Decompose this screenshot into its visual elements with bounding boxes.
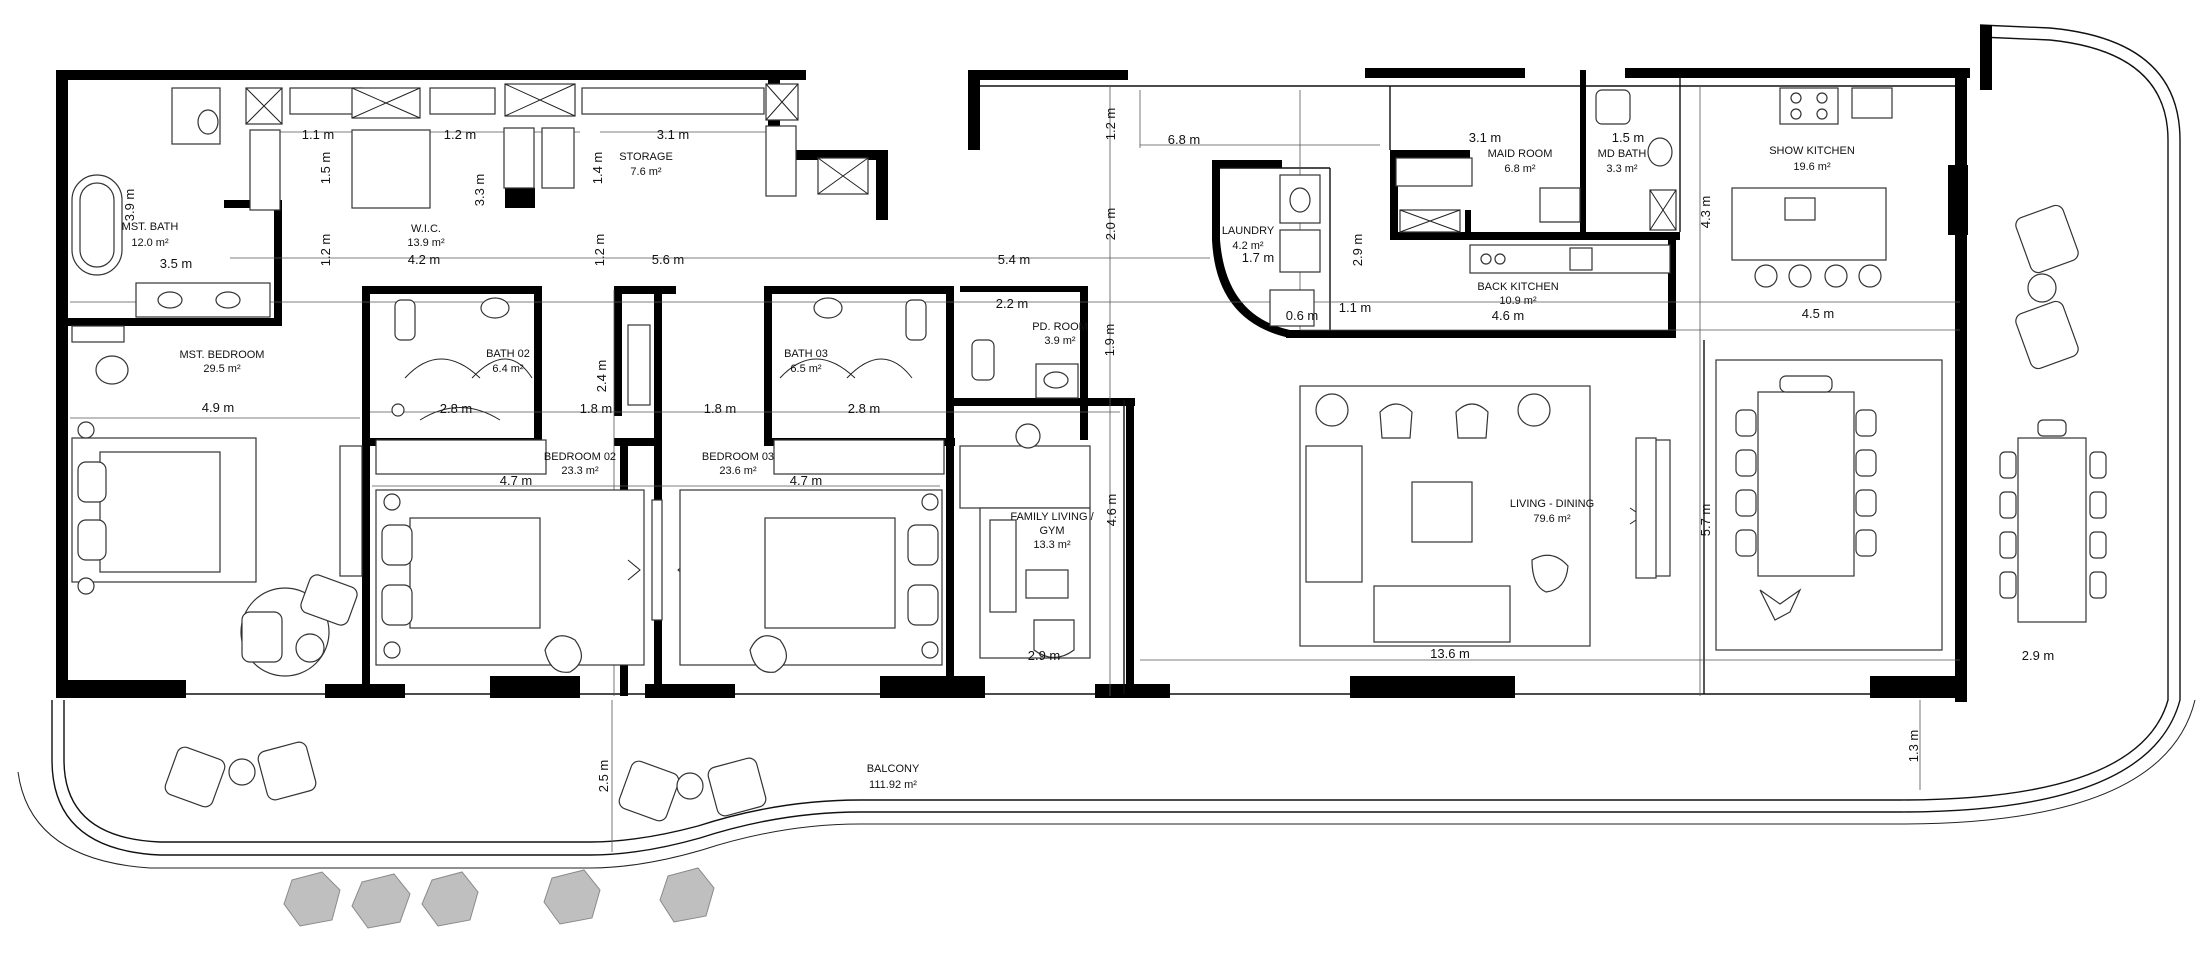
room-area-bath-02: 6.4 m² <box>492 363 524 375</box>
room-area-living-dining: 79.6 m² <box>1533 513 1571 525</box>
dim-label: 2.5 m <box>596 760 611 793</box>
dim-label: 1.2 m <box>318 234 333 267</box>
dim-label: 13.6 m <box>1430 646 1470 661</box>
dim-label: 3.9 m <box>122 189 137 222</box>
room-area-storage: 7.6 m² <box>630 166 662 178</box>
room-area-balcony: 111.92 m² <box>869 779 917 791</box>
dim-label: 1.2 m <box>1103 108 1118 141</box>
dim-label: 3.5 m <box>160 256 193 271</box>
dim-label: 1.9 m <box>1102 324 1117 357</box>
dim-label: 4.5 m <box>1802 306 1835 321</box>
dim-label: 1.1 m <box>1339 300 1372 315</box>
room-area-laundry: 4.2 m² <box>1232 240 1264 252</box>
dim-label: 4.2 m <box>408 252 441 267</box>
dim-label: 1.5 m <box>1612 130 1645 145</box>
room-area-maid-room: 6.8 m² <box>1504 163 1536 175</box>
room-label-mst-bedroom: MST. BEDROOM <box>180 349 265 361</box>
dim-label: 1.2 m <box>444 127 477 142</box>
dim-label: 3.3 m <box>472 174 487 207</box>
room-label-show-kitchen: SHOW KITCHEN <box>1769 145 1855 157</box>
room-area-mst-bath: 12.0 m² <box>131 237 169 249</box>
room-area-show-kitchen: 19.6 m² <box>1793 161 1831 173</box>
room-label-living-dining: LIVING - DINING <box>1510 498 1594 510</box>
dim-label: 4.9 m <box>202 400 235 415</box>
room-label-family-living-2: GYM <box>1039 525 1064 537</box>
room-label-mst-bath: MST. BATH <box>122 221 179 233</box>
dim-label: 5.6 m <box>652 252 685 267</box>
room-label-maid-room: MAID ROOM <box>1488 148 1553 160</box>
dim-label: 4.6 m <box>1492 308 1525 323</box>
room-area-bedroom-02: 23.3 m² <box>561 465 599 477</box>
balcony-outline <box>17 24 2196 869</box>
dim-label: 2.9 m <box>1028 648 1061 663</box>
dim-label: 6.8 m <box>1168 132 1201 147</box>
room-label-wic: W.I.C. <box>411 223 441 235</box>
room-label-bath-03: BATH 03 <box>784 348 828 360</box>
room-label-md-bath: MD BATH <box>1598 148 1647 160</box>
furniture <box>71 83 2107 929</box>
room-area-mst-bedroom: 29.5 m² <box>203 363 241 375</box>
dim-label: 5.4 m <box>998 252 1031 267</box>
dim-label: 1.7 m <box>1242 250 1275 265</box>
room-area-md-bath: 3.3 m² <box>1606 163 1638 175</box>
room-area-pd-room: 3.9 m² <box>1044 335 1076 347</box>
dim-label: 1.2 m <box>592 234 607 267</box>
dimension-labels: 1.1 m 1.2 m 3.1 m 1.5 m 1.4 m 3.3 m 3.9 … <box>122 108 2054 793</box>
dim-label: 2.9 m <box>1350 234 1365 267</box>
room-area-family-living: 13.3 m² <box>1033 539 1071 551</box>
room-label-pd-room: PD. ROOM <box>1032 321 1088 333</box>
dim-label: 1.8 m <box>580 401 613 416</box>
exterior-walls <box>56 68 1970 702</box>
room-label-bedroom-03: BEDROOM 03 <box>702 451 774 463</box>
dim-label: 1.5 m <box>318 152 333 185</box>
room-area-bath-03: 6.5 m² <box>790 363 822 375</box>
dim-label: 2.2 m <box>996 296 1029 311</box>
room-label-balcony: BALCONY <box>867 763 920 775</box>
dim-label: 2.8 m <box>440 401 473 416</box>
room-label-family-living: FAMILY LIVING / <box>1010 511 1094 523</box>
room-label-storage: STORAGE <box>619 151 673 163</box>
dim-label: 3.1 m <box>657 127 690 142</box>
dim-label: 4.6 m <box>1104 494 1119 527</box>
room-label-bath-02: BATH 02 <box>486 348 530 360</box>
dim-label: 1.4 m <box>590 152 605 185</box>
dim-label: 4.3 m <box>1698 196 1713 229</box>
dim-label: 1.8 m <box>704 401 737 416</box>
room-label-back-kitchen: BACK KITCHEN <box>1477 281 1558 293</box>
dim-label: 2.9 m <box>2022 648 2055 663</box>
dim-label: 2.8 m <box>848 401 881 416</box>
room-labels: MST. BATH 12.0 m² W.I.C. 13.9 m² STORAGE… <box>122 145 1855 791</box>
dim-label: 2.4 m <box>594 360 609 393</box>
interior-walls <box>68 70 1705 696</box>
room-area-back-kitchen: 10.9 m² <box>1499 295 1537 307</box>
dim-label: 4.7 m <box>500 473 533 488</box>
room-area-bedroom-03: 23.6 m² <box>719 465 757 477</box>
dim-label: 1.1 m <box>302 127 335 142</box>
room-label-bedroom-02: BEDROOM 02 <box>544 451 616 463</box>
room-label-laundry: LAUNDRY <box>1222 225 1275 237</box>
dim-label: 1.3 m <box>1906 730 1921 763</box>
dim-label: 2.0 m <box>1103 208 1118 241</box>
dim-label: 0.6 m <box>1286 308 1319 323</box>
dim-label: 4.7 m <box>790 473 823 488</box>
dim-label: 5.7 m <box>1698 504 1713 537</box>
dim-label: 3.1 m <box>1469 130 1502 145</box>
room-area-wic: 13.9 m² <box>407 237 445 249</box>
